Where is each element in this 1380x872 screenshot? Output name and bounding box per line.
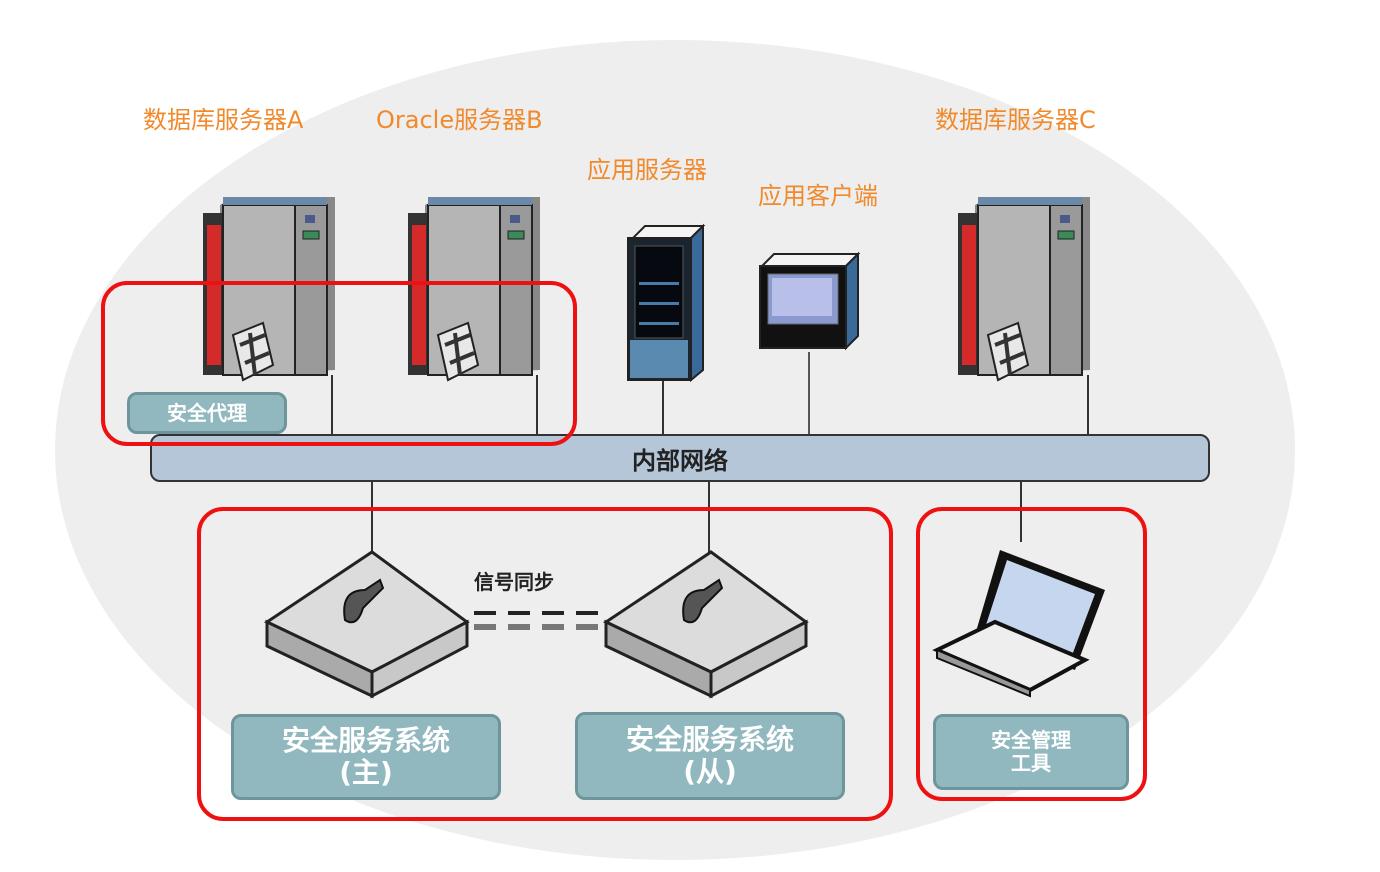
management-tool-line2: 工具 [1011,751,1051,775]
security-slave-line1: 安全服务系统 [625,722,794,756]
management-laptop-icon [932,550,1105,698]
oracle-server-b-label: Oracle服务器B [376,106,543,134]
security-service-highlight-box [197,507,893,821]
link-master [371,482,373,552]
security-master-appliance-icon [263,550,470,699]
security-master-tag: 安全服务系统 (主) [231,714,501,800]
app-client-label: 应用客户端 [758,182,878,210]
security-slave-appliance-icon [602,550,809,699]
link-db-a [331,375,333,435]
oracle-server-b-icon [408,197,540,382]
link-oracle-b [536,375,538,435]
sync-link [474,611,602,630]
app-server-icon [627,223,706,383]
link-slave [708,482,710,552]
security-master-line2: (主) [339,756,393,789]
sync-label: 信号同步 [474,570,554,594]
management-tool-line1: 安全管理 [991,728,1071,752]
link-db-c [1087,375,1089,435]
db-server-a-label: 数据库服务器A [143,106,304,134]
app-server-label: 应用服务器 [587,156,707,184]
db-server-c-label: 数据库服务器C [935,106,1096,134]
link-app-server [662,380,664,435]
app-client-icon [759,251,861,351]
security-slave-tag: 安全服务系统 (从) [575,712,845,800]
db-server-c-icon [958,197,1090,382]
management-tool-tag: 安全管理 工具 [933,714,1129,790]
agent-highlight-box [101,281,577,446]
security-agent-tag: 安全代理 [127,392,287,434]
link-app-client [808,352,810,435]
security-master-line1: 安全服务系统 [281,723,450,757]
db-server-a-icon [203,197,335,382]
link-management [1020,482,1022,542]
security-slave-line2: (从) [683,755,737,788]
internal-network-label: 内部网络 [632,446,728,475]
management-tool-highlight-box [916,507,1147,801]
security-agent-label: 安全代理 [167,400,247,425]
